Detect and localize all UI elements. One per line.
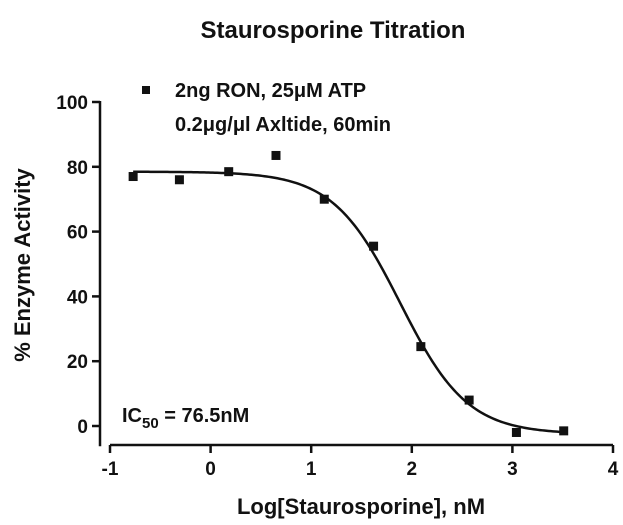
y-tick-label: 80 (67, 158, 88, 179)
data-point (224, 167, 234, 177)
x-tick-label: 1 (306, 459, 317, 480)
fit-curve (133, 170, 564, 434)
chart-title: Staurosporine Titration (201, 17, 466, 44)
axes (98, 101, 613, 447)
y-tick-label: 0 (77, 417, 88, 438)
ticks: 0 20 40 60 80 100 -1 0 1 2 3 4 (56, 93, 618, 480)
x-tick-label: 0 (205, 459, 216, 480)
ic50-value: = 76.5nM (159, 405, 250, 427)
x-tick-label: 3 (507, 459, 518, 480)
y-axis-label: % Enzyme Activity (10, 167, 35, 361)
legend-label-line-1: 2ng RON, 25μM ATP (175, 80, 366, 102)
y-tick-label: 20 (67, 352, 88, 373)
data-point (511, 427, 521, 437)
ic50-annotation: IC50 = 76.5nM (122, 405, 249, 432)
data-point (416, 342, 426, 352)
x-axis-label: Log[Staurosporine], nM (237, 494, 485, 519)
y-tick-label: 100 (56, 93, 88, 114)
x-tick-label: 2 (407, 459, 418, 480)
ic50-label: IC (122, 405, 142, 427)
x-tick-label: 4 (608, 459, 619, 480)
data-point (128, 172, 138, 182)
data-point (369, 241, 379, 251)
data-point (271, 150, 281, 160)
data-markers (128, 150, 569, 437)
data-point (174, 175, 184, 185)
fit-layer (133, 170, 564, 434)
y-tick-label: 40 (67, 287, 88, 308)
data-point (464, 395, 474, 405)
x-tick-label: -1 (102, 459, 119, 480)
y-tick-label: 60 (67, 223, 88, 244)
legend-label-line-2: 0.2μg/μl Axltide, 60min (175, 114, 391, 136)
data-point (559, 426, 569, 436)
legend-marker (142, 86, 150, 94)
data-point (319, 194, 329, 204)
legend: 2ng RON, 25μM ATP 0.2μg/μl Axltide, 60mi… (142, 80, 391, 136)
ic50-subscript: 50 (142, 415, 159, 432)
